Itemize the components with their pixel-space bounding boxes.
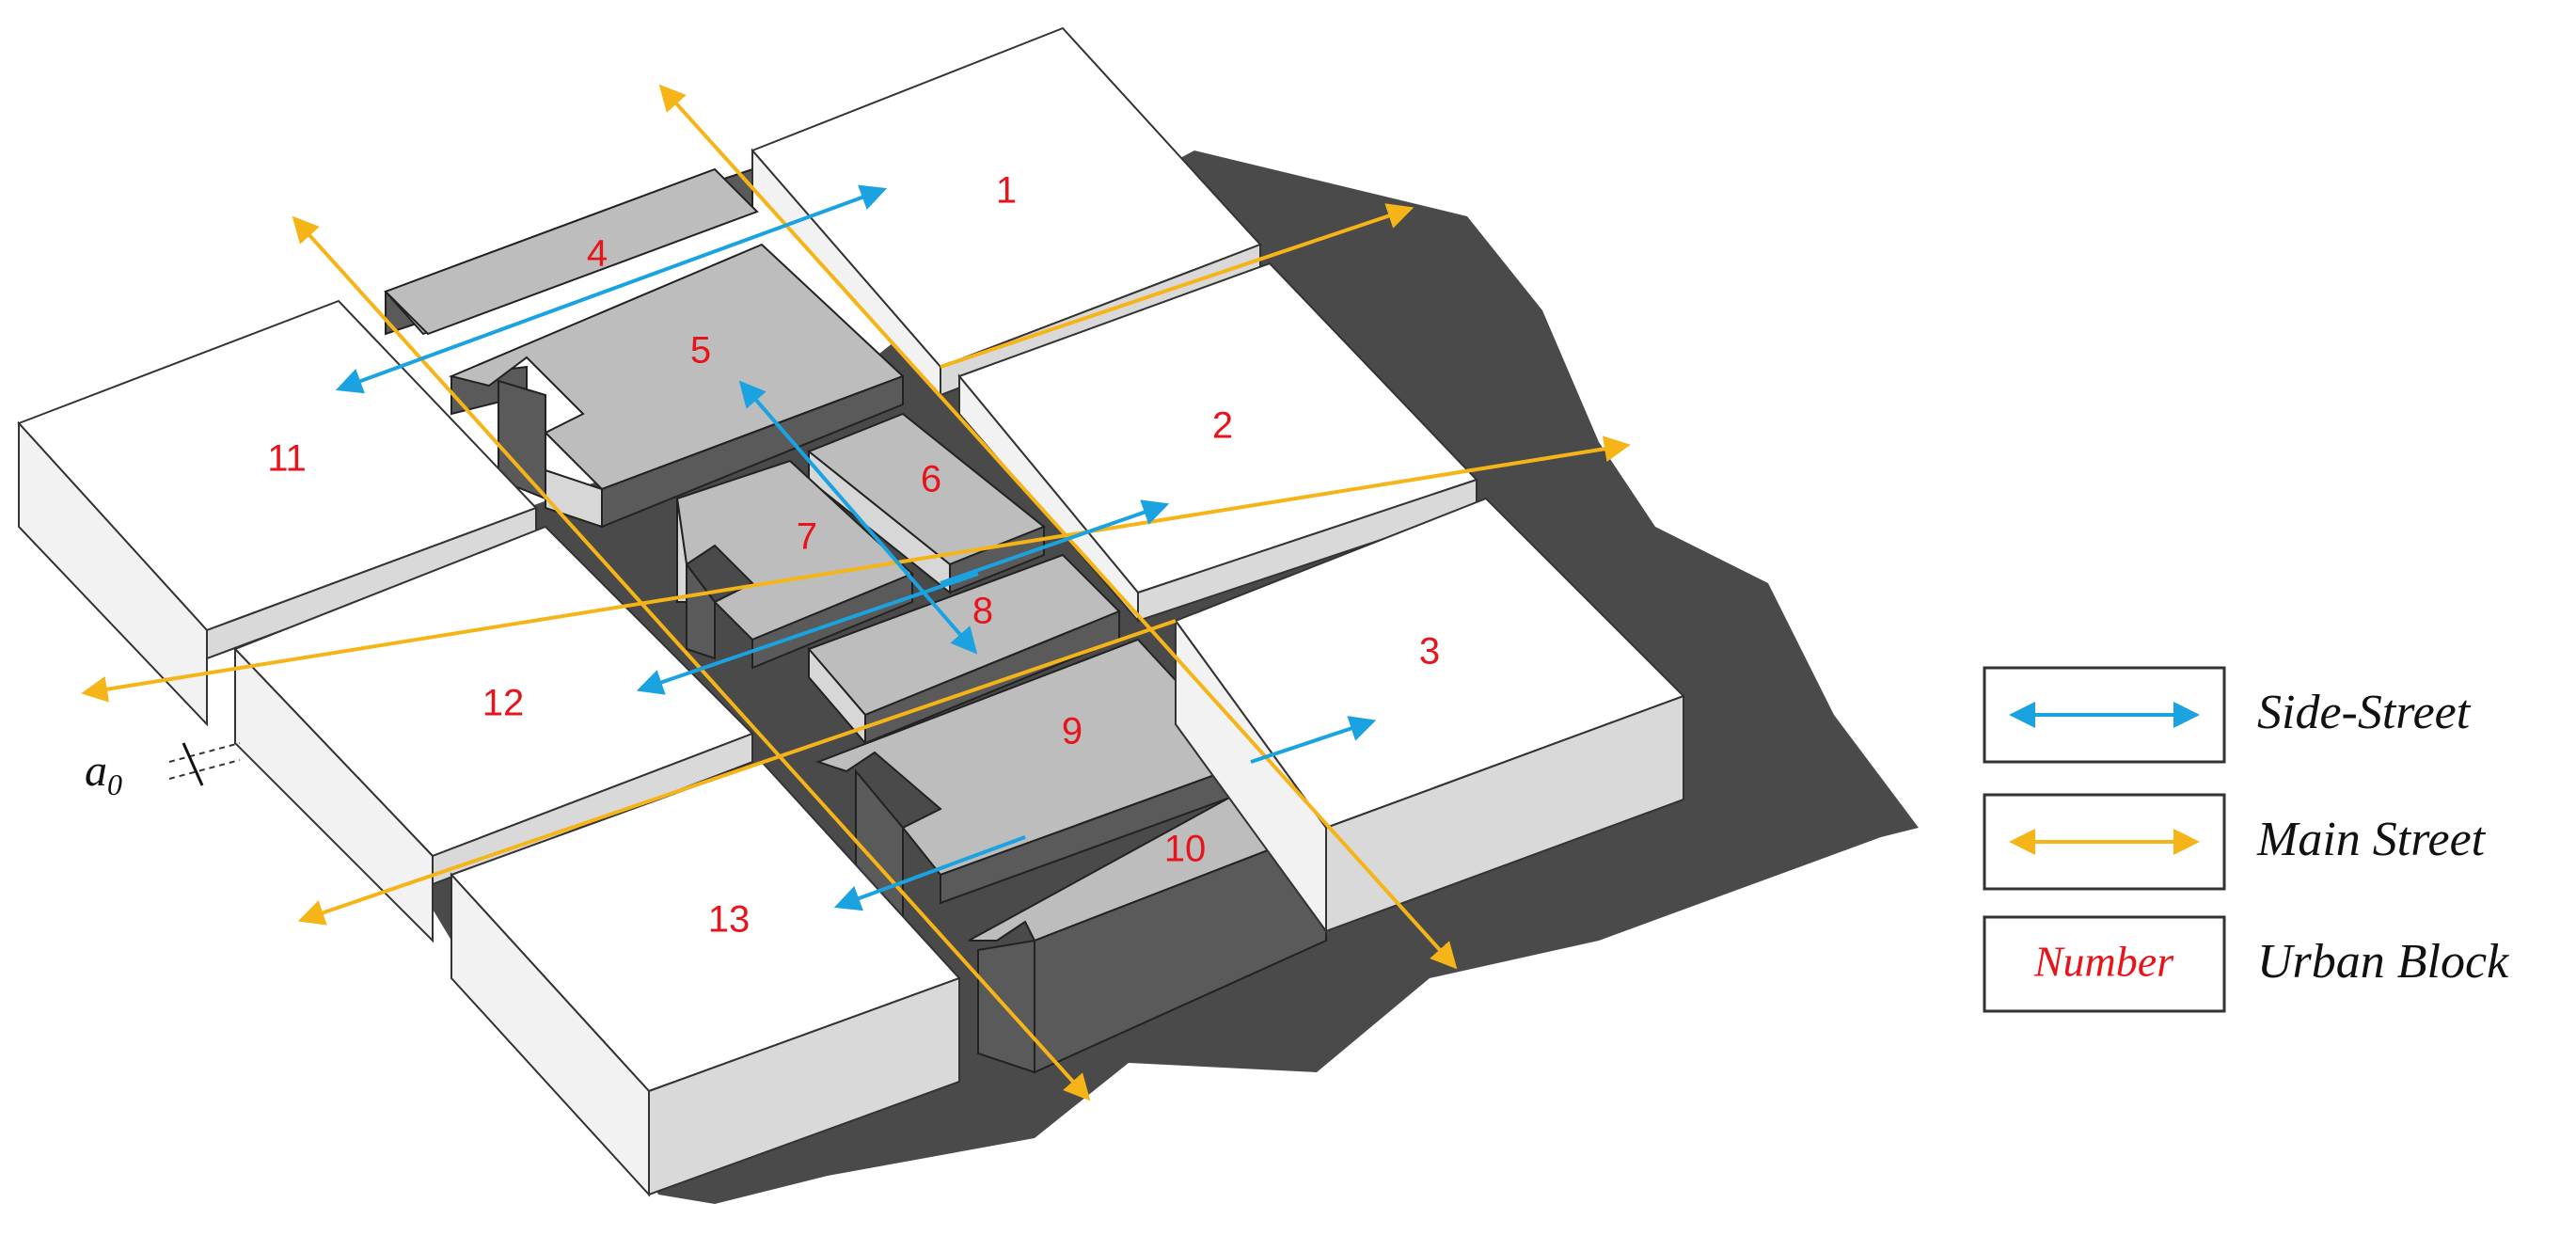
legend-number-sample: Number (2033, 938, 2174, 986)
block-label-3: 3 (1419, 631, 1440, 673)
block-label-2: 2 (1212, 405, 1233, 447)
main-street-line (297, 619, 1177, 926)
legend-item-urban-block: Number Urban Block (1983, 915, 2509, 1013)
dimension-dash-line (168, 759, 241, 780)
block-label-10: 10 (1164, 829, 1207, 870)
dimension-label: a0 (85, 746, 122, 801)
main-street-line (940, 203, 1414, 369)
block-label-12: 12 (482, 683, 525, 724)
dimension-dash-line (168, 742, 241, 763)
legend-swatch-box (1983, 915, 2226, 1013)
block-label-8: 8 (972, 591, 993, 632)
legend-label-urban-block: Urban Block (2257, 935, 2509, 989)
side-street-line (833, 835, 1026, 911)
legend-item-main-street: Main Street (1983, 793, 2487, 891)
dimension-tick (182, 742, 204, 786)
legend-item-side-street: Side-Street (1983, 666, 2472, 764)
legend: Side-Street Main Street Number Urban Blo… (1983, 666, 2509, 1013)
dimension-marker: a0 (85, 742, 241, 801)
side-streets (335, 184, 1377, 911)
block-label-5: 5 (690, 330, 711, 372)
block-label-11: 11 (267, 438, 307, 480)
block-label-13: 13 (708, 899, 751, 941)
block-label-7: 7 (797, 516, 817, 558)
block-label-9: 9 (1062, 711, 1083, 752)
side-street-line (636, 572, 979, 695)
side-street-line (1250, 716, 1377, 764)
legend-label-main-street: Main Street (2256, 813, 2487, 866)
side-street-line (940, 499, 1170, 585)
side-street-line (738, 380, 978, 655)
block-label-1: 1 (996, 170, 1017, 212)
block-label-6: 6 (921, 459, 941, 500)
side-street-line (335, 184, 888, 394)
legend-label-side-street: Side-Street (2257, 686, 2472, 739)
block-label-4: 4 (587, 233, 608, 275)
